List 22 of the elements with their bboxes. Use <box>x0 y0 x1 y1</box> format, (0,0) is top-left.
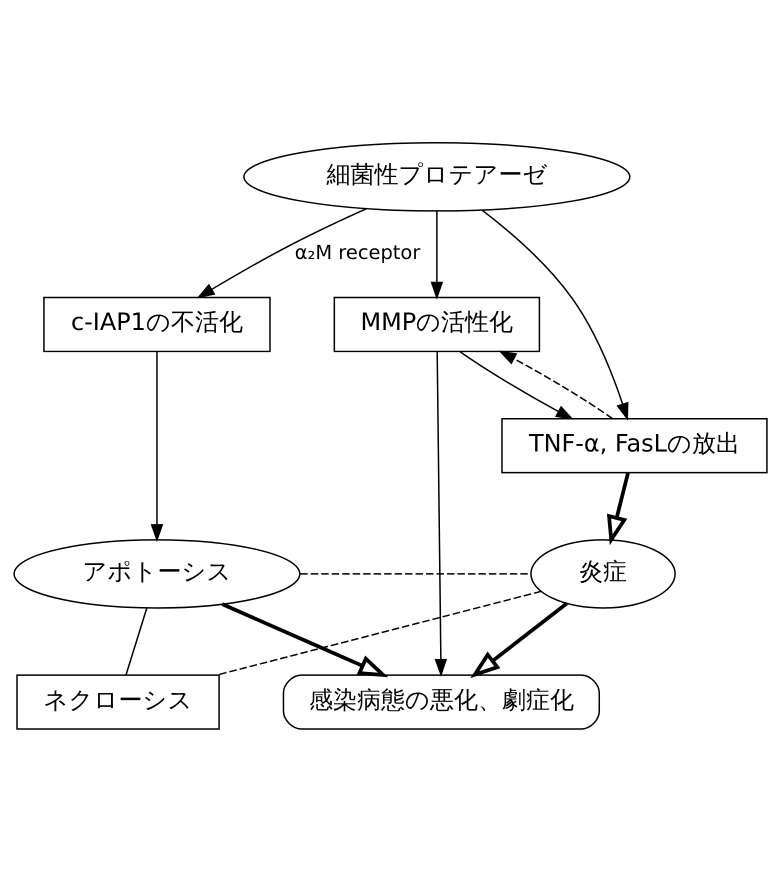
node-box: MMPの活性化 <box>334 296 540 352</box>
node-ellipse: アポトーシス <box>13 539 301 609</box>
arrow <box>196 208 368 298</box>
arrow <box>150 352 164 542</box>
node-box: c-IAP1の不活化 <box>43 296 271 352</box>
connector <box>125 608 148 676</box>
arrow <box>482 210 628 421</box>
node-box: TNF-α, FasLの放出 <box>501 418 768 474</box>
arrow <box>606 472 630 546</box>
node-ellipse: 細菌性プロテアーゼ <box>243 142 631 212</box>
node-box: 感染病態の悪化、劇症化 <box>282 674 600 730</box>
arrow <box>434 352 448 677</box>
node-ellipse: 炎症 <box>530 539 676 609</box>
arrow <box>430 211 444 300</box>
node-box: ネクローシス <box>16 674 220 730</box>
connector <box>300 573 531 575</box>
arrow <box>221 602 388 678</box>
connector <box>216 590 542 676</box>
arrow <box>470 602 568 678</box>
arrow <box>459 351 574 420</box>
arrow <box>498 350 613 420</box>
edge-label: α₂M receptor <box>294 241 420 264</box>
